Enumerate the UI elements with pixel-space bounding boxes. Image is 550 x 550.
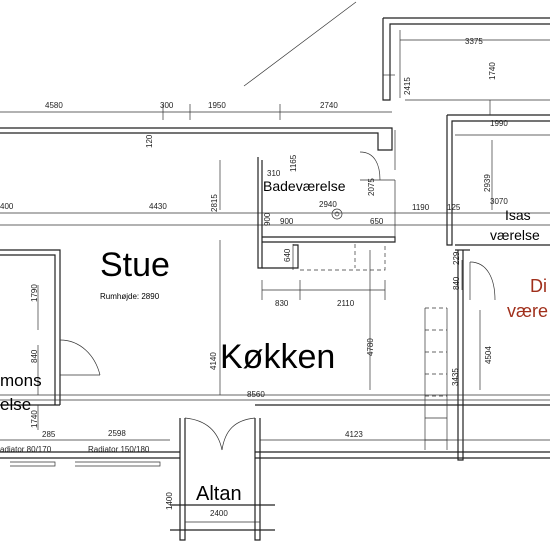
dim-640: 640: [283, 248, 292, 262]
dim-840-a: 840: [452, 276, 461, 290]
room-mons-line1: mons: [0, 371, 42, 390]
diagonal-line: [243, 1, 357, 87]
dim-2110: 2110: [337, 299, 355, 308]
dim-1790: 1790: [30, 284, 39, 302]
dim-1990: 1990: [490, 119, 508, 128]
dim-1950: 1950: [208, 101, 226, 110]
radiator-label-1: adiator 80/170: [0, 445, 52, 454]
dim-4504: 4504: [484, 346, 493, 364]
room-stue: Stue: [100, 246, 170, 284]
dim-2940: 2940: [319, 200, 337, 209]
dim-4140: 4140: [209, 352, 218, 370]
dim-1400: 1400: [165, 492, 174, 510]
dim-2415: 2415: [403, 77, 412, 95]
dim-650: 650: [370, 217, 384, 226]
radiator-label-2: Radiator 150/180: [88, 445, 150, 454]
dim-4123: 4123: [345, 430, 363, 439]
dim-310: 310: [267, 169, 281, 178]
dim-4430: 4430: [149, 202, 167, 211]
dim-1190: 1190: [412, 203, 430, 212]
dim-3375: 3375: [465, 37, 483, 46]
dim-1740: 1740: [488, 62, 497, 80]
rumhojde-label: Rumhøjde: 2890: [100, 292, 160, 301]
dim-1740-b: 1740: [30, 410, 39, 428]
room-isas-line2: værelse: [490, 227, 540, 243]
room-altan: Altan: [196, 483, 242, 505]
dim-900-b: 900: [280, 217, 294, 226]
room-kokken: Køkken: [220, 338, 335, 376]
dim-2400: 2400: [210, 509, 228, 518]
dim-830: 830: [275, 299, 289, 308]
dim-840-b: 840: [30, 349, 39, 363]
dim-2598: 2598: [108, 429, 126, 438]
room-di-line2: være: [507, 301, 548, 321]
walls: [0, 17, 550, 541]
dim-4780: 4780: [366, 338, 375, 356]
dim-300: 300: [160, 101, 174, 110]
dim-120: 120: [145, 134, 154, 148]
dim-400: 400: [0, 202, 14, 211]
dim-2740: 2740: [320, 101, 338, 110]
dim-229: 229: [452, 251, 461, 265]
dim-3070: 3070: [490, 197, 508, 206]
dim-1165: 1165: [289, 154, 298, 172]
room-mons-line2: else: [0, 395, 31, 414]
dim-2815: 2815: [210, 194, 219, 212]
dim-8560: 8560: [247, 390, 265, 399]
dim-285: 285: [42, 430, 56, 439]
dim-2075: 2075: [367, 178, 376, 196]
dim-125: 125: [447, 203, 461, 212]
toilet-fixture: [331, 208, 343, 220]
room-di-line1: Di: [530, 276, 547, 296]
room-badevaerelse: Badeværelse: [263, 178, 346, 194]
dim-3435: 3435: [451, 368, 460, 386]
dim-900-a: 900: [263, 212, 272, 226]
dim-4580: 4580: [45, 101, 63, 110]
room-isas-line1: Isas: [505, 207, 531, 223]
dim-2939: 2939: [483, 174, 492, 192]
